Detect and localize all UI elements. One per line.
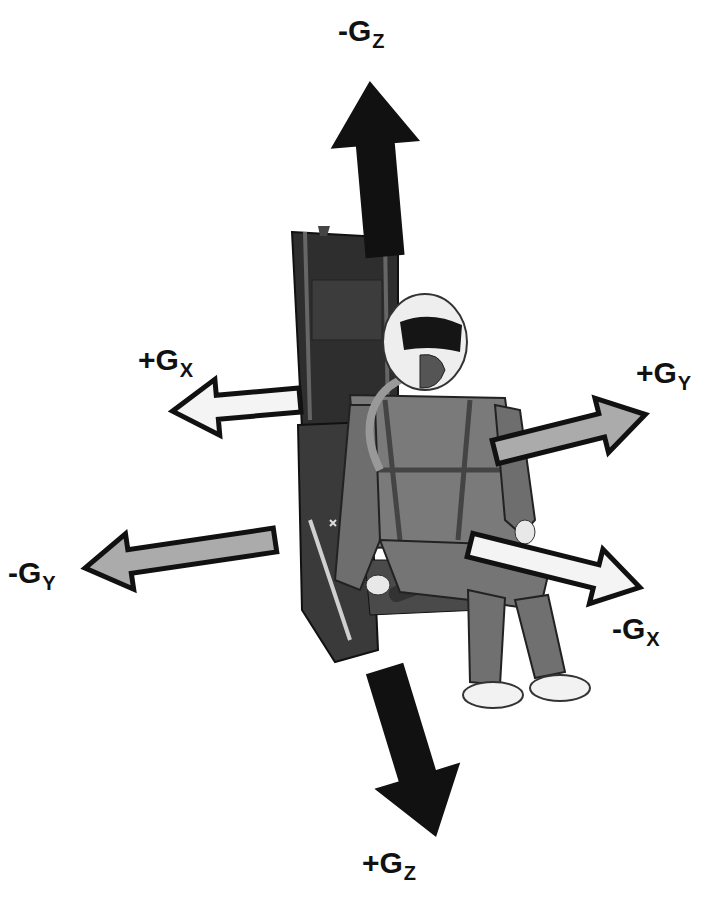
axis-subscript: X [180, 360, 193, 380]
axis-subscript: Z [404, 863, 416, 883]
g-axis-label: -G [8, 558, 41, 588]
pilot-leg [468, 590, 505, 685]
gy-positive-arrow [488, 387, 652, 479]
axis-subscript: Y [42, 573, 55, 593]
pilot-arm [495, 405, 535, 535]
pilot [335, 294, 590, 708]
axis-subscript: Z [372, 31, 384, 51]
helmet [383, 294, 467, 390]
pilot-leg [515, 595, 565, 678]
pilot-hand [366, 575, 390, 595]
axis-subscript: X [646, 629, 659, 649]
g-axis-label: +G [138, 345, 179, 375]
seat-mark [330, 520, 336, 526]
g-force-arrows [81, 80, 652, 847]
axis-subscript: Y [678, 373, 691, 393]
g-axis-label: -G [338, 16, 371, 46]
pilot-hand [515, 520, 535, 544]
helmet-visor [400, 317, 462, 352]
gx-positive-arrow [170, 372, 302, 439]
gz-negative-arrow [328, 80, 427, 259]
g-axis-label: -G [612, 614, 645, 644]
g-axis-label: +G [636, 358, 677, 388]
headbox [312, 280, 382, 340]
gy-negative-arrow [81, 512, 279, 595]
g-axis-label: +G [362, 848, 403, 878]
gz-positive-arrow [345, 658, 476, 847]
oxygen-hose [370, 380, 400, 470]
gx-negative-arrow [463, 518, 646, 615]
oxygen-mask [420, 355, 445, 389]
pilot-boot [530, 675, 590, 701]
seat-top-fitting [318, 226, 330, 236]
seat-rail [305, 232, 310, 420]
harness [365, 400, 515, 540]
pilot-boot [463, 682, 523, 708]
